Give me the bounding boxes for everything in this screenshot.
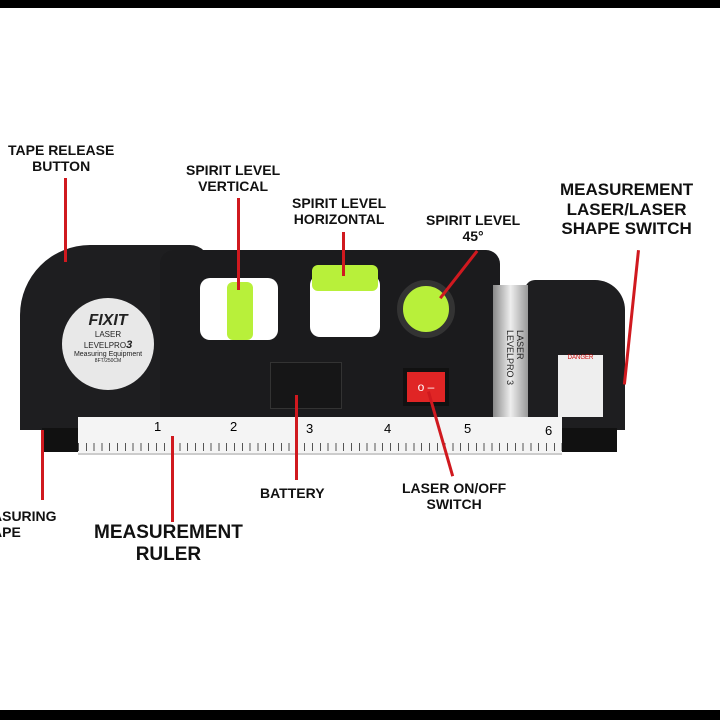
label-battery: BATTERY — [260, 485, 325, 501]
brand-desc: Measuring Equipment — [73, 351, 143, 358]
leader-spirit-vertical — [237, 198, 240, 290]
brand-size: 8FT/250CM — [94, 358, 122, 364]
leader-ruler — [171, 436, 174, 522]
label-measurement-ruler: MEASUREMENT RULER — [94, 522, 243, 565]
leader-tape-release — [64, 178, 67, 262]
ruler-tick-3: 3 — [306, 421, 314, 436]
vertical-vial — [227, 282, 253, 340]
label-tape-release: TAPE RELEASE BUTTON — [8, 142, 115, 175]
ruler-tick-4: 4 — [384, 421, 392, 436]
brand-badge: FIXIT LASER LEVELPRO3 Measuring Equipmen… — [62, 298, 154, 390]
label-measuring-tape: ASURING APE — [0, 508, 57, 541]
model-number: 3 — [126, 339, 133, 351]
warning-text: DANGER — [567, 355, 594, 361]
horizontal-vial — [312, 265, 378, 291]
leader-battery — [295, 395, 298, 480]
ruler-tick-1: 1 — [154, 419, 162, 434]
label-spirit-45: SPIRIT LEVEL 45° — [426, 212, 521, 245]
ruler-tick-2: 2 — [230, 419, 238, 434]
bottom-border — [0, 710, 720, 720]
label-laser-shape-switch: MEASUREMENT LASER/LASER SHAPE SWITCH — [560, 180, 694, 239]
ruler-tick-5: 5 — [464, 421, 472, 436]
ruler-tick-6: 6 — [545, 423, 553, 438]
leader-laser-shape-switch — [622, 250, 640, 385]
laser-onoff-switch[interactable]: o – — [403, 368, 449, 406]
top-border — [0, 0, 720, 8]
measurement-ruler: 1 2 3 4 5 6 — [78, 417, 562, 455]
label-spirit-horizontal: SPIRIT LEVEL HORIZONTAL — [292, 195, 387, 228]
battery-cover — [270, 362, 342, 409]
side-label: LASER LEVELPRO 3 — [505, 330, 525, 386]
brand-name: FIXIT — [88, 312, 128, 329]
label-spirit-vertical: SPIRIT LEVEL VERTICAL — [186, 162, 281, 195]
metal-band — [493, 285, 528, 425]
leader-spirit-horizontal — [342, 232, 345, 276]
brand-line1: LASER — [94, 330, 122, 339]
model-name: LEVELPRO — [83, 341, 127, 350]
leader-measuring-tape — [41, 430, 44, 500]
warning-sticker: DANGER — [558, 355, 603, 417]
label-laser-onoff: LASER ON/OFF SWITCH — [402, 480, 507, 513]
